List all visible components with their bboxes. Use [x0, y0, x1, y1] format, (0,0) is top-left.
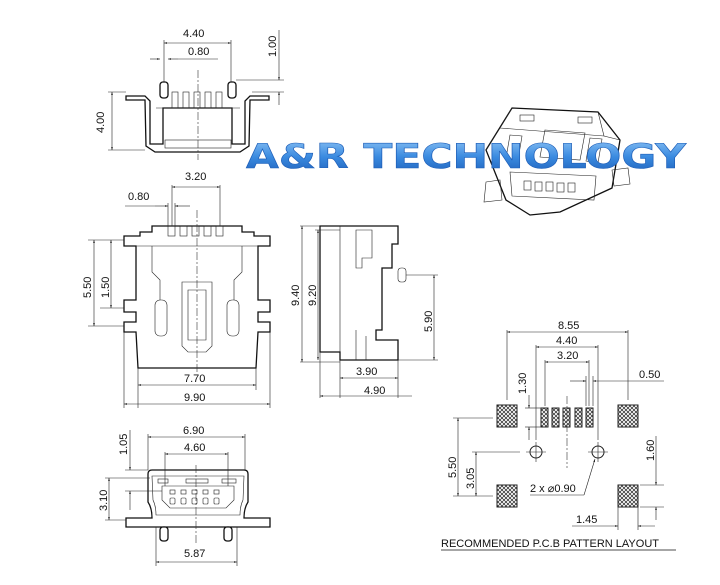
top-view: 4.40 0.80 1.00 4.00 [95, 28, 284, 160]
dim-0-50: 0.50 [639, 369, 660, 381]
front-view: 3.20 0.80 5.50 1.50 7.70 9.90 [82, 171, 271, 408]
mount-pad [617, 484, 639, 508]
mount-pad [496, 404, 518, 428]
dim-0-80-front: 0.80 [128, 191, 149, 203]
dim-7-70: 7.70 [184, 373, 205, 385]
pcb-layout-title: RECOMMENDED P.C.B PATTERN LAYOUT [441, 538, 659, 550]
dim-4-00: 4.00 [95, 112, 107, 133]
dim-6-90: 6.90 [183, 425, 204, 437]
dim-4-40-pcb: 4.40 [556, 335, 577, 347]
dim-9-20: 9.20 [307, 285, 319, 306]
dim-1-60: 1.60 [645, 440, 657, 461]
pcb-pattern-layout: 8.55 4.40 3.20 0.50 1.30 5.50 3.05 1.60 … [441, 320, 676, 551]
dim-3-10: 3.10 [98, 490, 110, 511]
dim-5-50-front: 5.50 [82, 277, 94, 298]
isometric-view [483, 107, 631, 216]
end-view: 6.90 4.60 1.05 3.10 5.87 [98, 425, 271, 566]
dim-1-50: 1.50 [100, 277, 112, 298]
dim-3-20-pcb: 3.20 [557, 350, 578, 362]
dim-5-50-pcb: 5.50 [447, 457, 459, 478]
dim-9-90: 9.90 [184, 392, 205, 404]
dim-1-30: 1.30 [517, 373, 529, 394]
dim-1-45: 1.45 [576, 514, 597, 526]
hole-note: 2 x ⌀0.90 [530, 483, 576, 495]
dim-3-05: 3.05 [465, 468, 477, 489]
dim-5-87: 5.87 [184, 548, 205, 560]
dim-1-00: 1.00 [267, 36, 279, 57]
dim-5-90: 5.90 [423, 311, 435, 332]
dim-3-90: 3.90 [356, 366, 377, 378]
dim-0-80: 0.80 [188, 46, 209, 58]
mount-pad [617, 404, 639, 428]
dim-3-20: 3.20 [185, 171, 206, 183]
watermark-logo: A&R TECHNOLOGY [246, 137, 686, 177]
dim-9-40: 9.40 [290, 285, 302, 306]
dim-4-40: 4.40 [183, 28, 204, 40]
side-view: 9.40 9.20 5.90 3.90 4.90 [290, 225, 438, 398]
dim-1-05: 1.05 [118, 434, 130, 455]
dim-4-90: 4.90 [364, 385, 385, 397]
mount-pad [496, 484, 518, 508]
dim-8-55: 8.55 [558, 320, 579, 332]
dim-4-60: 4.60 [184, 442, 205, 454]
signal-pads [540, 407, 594, 428]
